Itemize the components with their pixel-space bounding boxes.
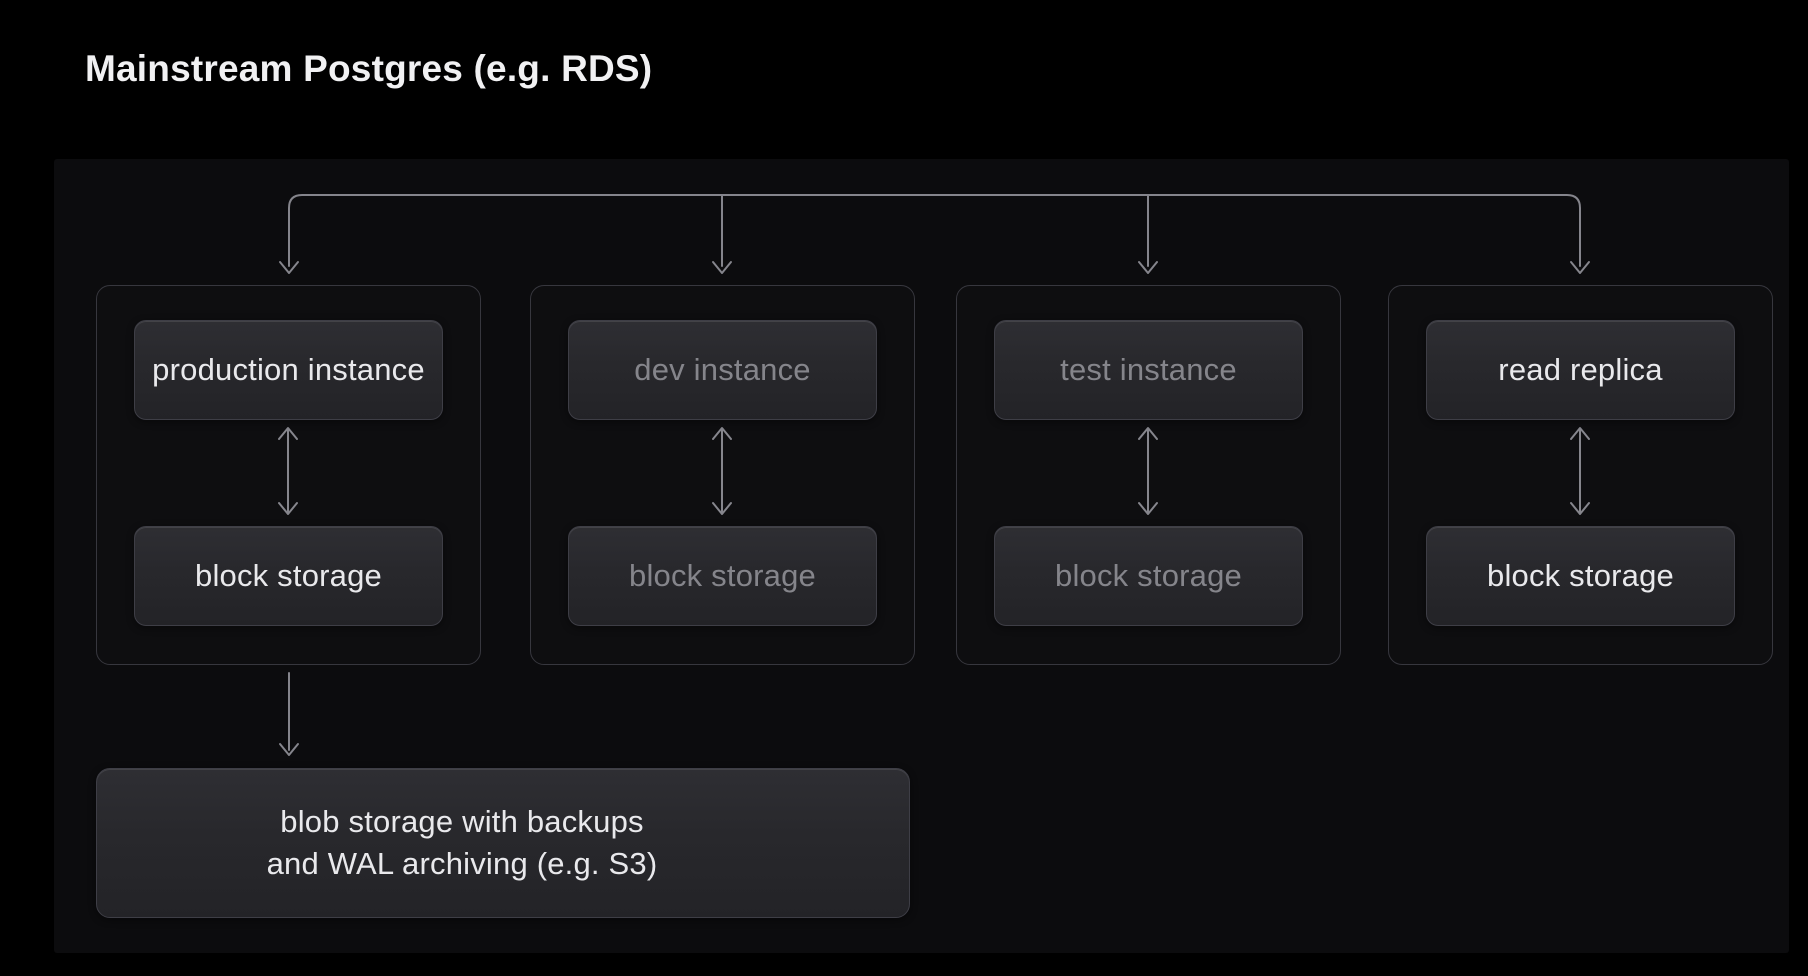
node-production-block-storage: block storage (134, 526, 443, 626)
node-dev-block-storage: block storage (568, 526, 877, 626)
group-test: test instance block storage (956, 285, 1341, 665)
node-label: read replica (1498, 352, 1663, 387)
group-read-replica: read replica block storage (1388, 285, 1773, 665)
node-blob-storage: blob storage with backups and WAL archiv… (96, 768, 910, 918)
node-label: dev instance (634, 352, 811, 387)
node-label: block storage (1487, 558, 1674, 593)
node-label: block storage (629, 558, 816, 593)
node-label: test instance (1060, 352, 1237, 387)
node-test-instance: test instance (994, 320, 1303, 420)
blob-label-line2: and WAL archiving (e.g. S3) (266, 846, 658, 881)
group-production: production instance block storage (96, 285, 481, 665)
node-label: block storage (1055, 558, 1242, 593)
node-production-instance: production instance (134, 320, 443, 420)
node-dev-instance: dev instance (568, 320, 877, 420)
blob-label-line1: blob storage with backups (280, 804, 644, 839)
group-dev: dev instance block storage (530, 285, 915, 665)
node-test-block-storage: block storage (994, 526, 1303, 626)
node-replica-block-storage: block storage (1426, 526, 1735, 626)
page-title: Mainstream Postgres (e.g. RDS) (85, 48, 653, 89)
node-label: production instance (152, 352, 425, 387)
node-read-replica: read replica (1426, 320, 1735, 420)
blob-storage-label: blob storage with backups and WAL archiv… (97, 801, 827, 885)
node-label: block storage (195, 558, 382, 593)
